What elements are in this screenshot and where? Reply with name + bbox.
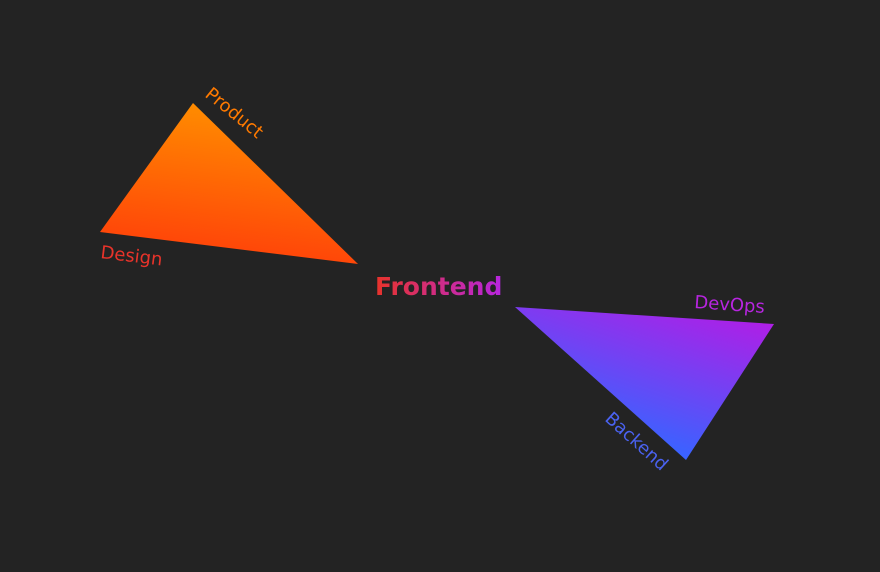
left-triangle [100,103,358,264]
right-triangle [515,307,774,460]
devops-label: DevOps [694,292,766,318]
design-label: Design [99,242,163,270]
center-label-frontend: Frontend [375,272,502,301]
